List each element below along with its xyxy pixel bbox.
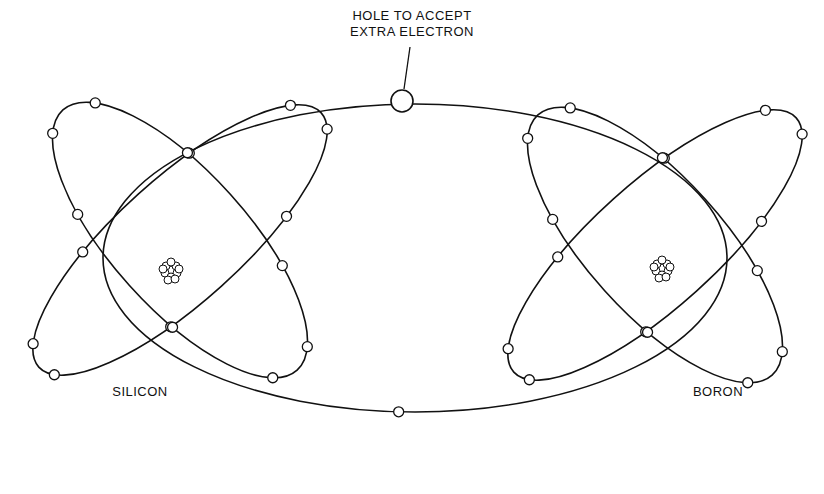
nucleon [666, 263, 674, 271]
nucleon [175, 265, 183, 273]
atom-label: BORON [693, 384, 743, 400]
electron [73, 209, 83, 219]
shared-orbit [103, 104, 727, 412]
nucleus [650, 256, 674, 282]
callout-label: HOLE TO ACCEPT EXTRA ELECTRON [347, 8, 477, 40]
electron [302, 342, 312, 352]
electron [757, 216, 767, 226]
nucleon [167, 258, 175, 266]
electron [777, 347, 787, 357]
boron-orbit [487, 69, 822, 420]
electron [49, 370, 59, 380]
atom-label: SILICON [112, 384, 168, 400]
electron [553, 252, 563, 262]
electron [643, 327, 653, 337]
electron [78, 247, 88, 257]
nucleon [159, 265, 167, 273]
electron [548, 214, 558, 224]
nucleus [159, 258, 183, 284]
nucleon [662, 273, 670, 281]
electron [565, 103, 575, 113]
silicon-orbit [12, 64, 347, 415]
nucleon [650, 263, 658, 271]
electron [322, 124, 332, 134]
leader-line [404, 47, 410, 89]
nucleon [171, 275, 179, 283]
electron [168, 322, 178, 332]
electron [285, 100, 295, 110]
electron [743, 378, 753, 388]
electron [182, 148, 192, 158]
electron [752, 266, 762, 276]
nucleon [658, 256, 666, 264]
electron [524, 375, 534, 385]
electron [277, 261, 287, 271]
electron [523, 133, 533, 143]
electron [760, 105, 770, 115]
electron [657, 153, 667, 163]
silicon-orbit [0, 67, 363, 413]
electron [268, 373, 278, 383]
electron [797, 129, 807, 139]
electron [503, 344, 513, 354]
electron [28, 339, 38, 349]
electron [282, 211, 292, 221]
electron [90, 98, 100, 108]
electron [394, 407, 404, 417]
boron-orbit [472, 72, 824, 418]
electron [48, 128, 58, 138]
hole-circle [391, 90, 413, 112]
